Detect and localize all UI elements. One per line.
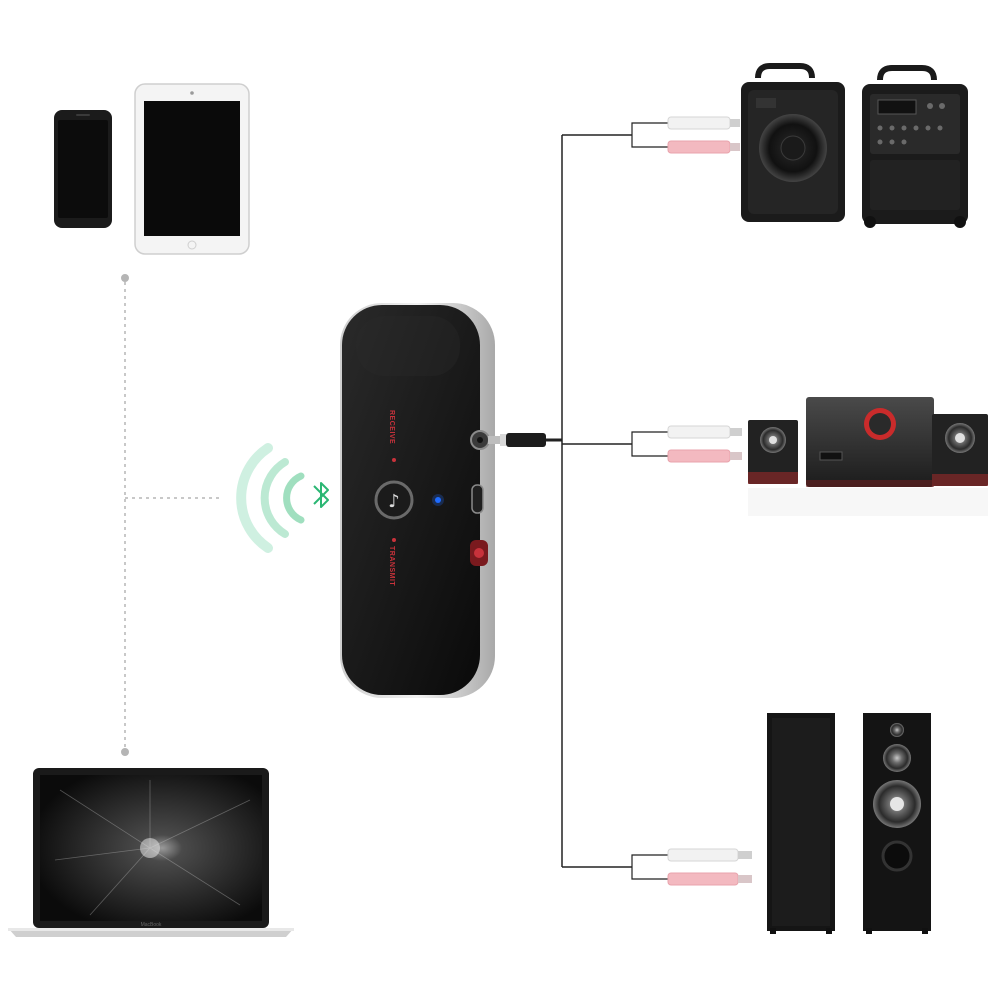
laptop-brand-label: MacBook	[140, 922, 162, 928]
rca-cable-middle	[631, 425, 742, 463]
tower-speaker-icon	[767, 713, 931, 934]
pa-speaker-icon	[741, 63, 968, 228]
laptop-icon	[8, 768, 294, 937]
dotted-connector	[121, 274, 222, 756]
usb-port	[471, 484, 484, 514]
subwoofer-speaker-icon	[748, 397, 988, 516]
rca-cable-bottom	[631, 848, 752, 886]
aux-cable	[488, 134, 632, 868]
play-pause-button	[374, 480, 414, 520]
receive-label: RECEIVE	[388, 410, 395, 445]
tablet-icon	[134, 83, 250, 255]
rca-cable-top	[631, 116, 740, 154]
smartphone-icon	[54, 110, 112, 228]
transmit-label: TRANSMIT	[388, 546, 395, 587]
music-note-icon: ♪	[388, 491, 400, 512]
bluetooth-adapter-device: ♪	[340, 303, 495, 698]
status-led	[435, 497, 441, 503]
wireless-signal-icon	[236, 443, 305, 553]
bluetooth-icon	[313, 482, 329, 508]
